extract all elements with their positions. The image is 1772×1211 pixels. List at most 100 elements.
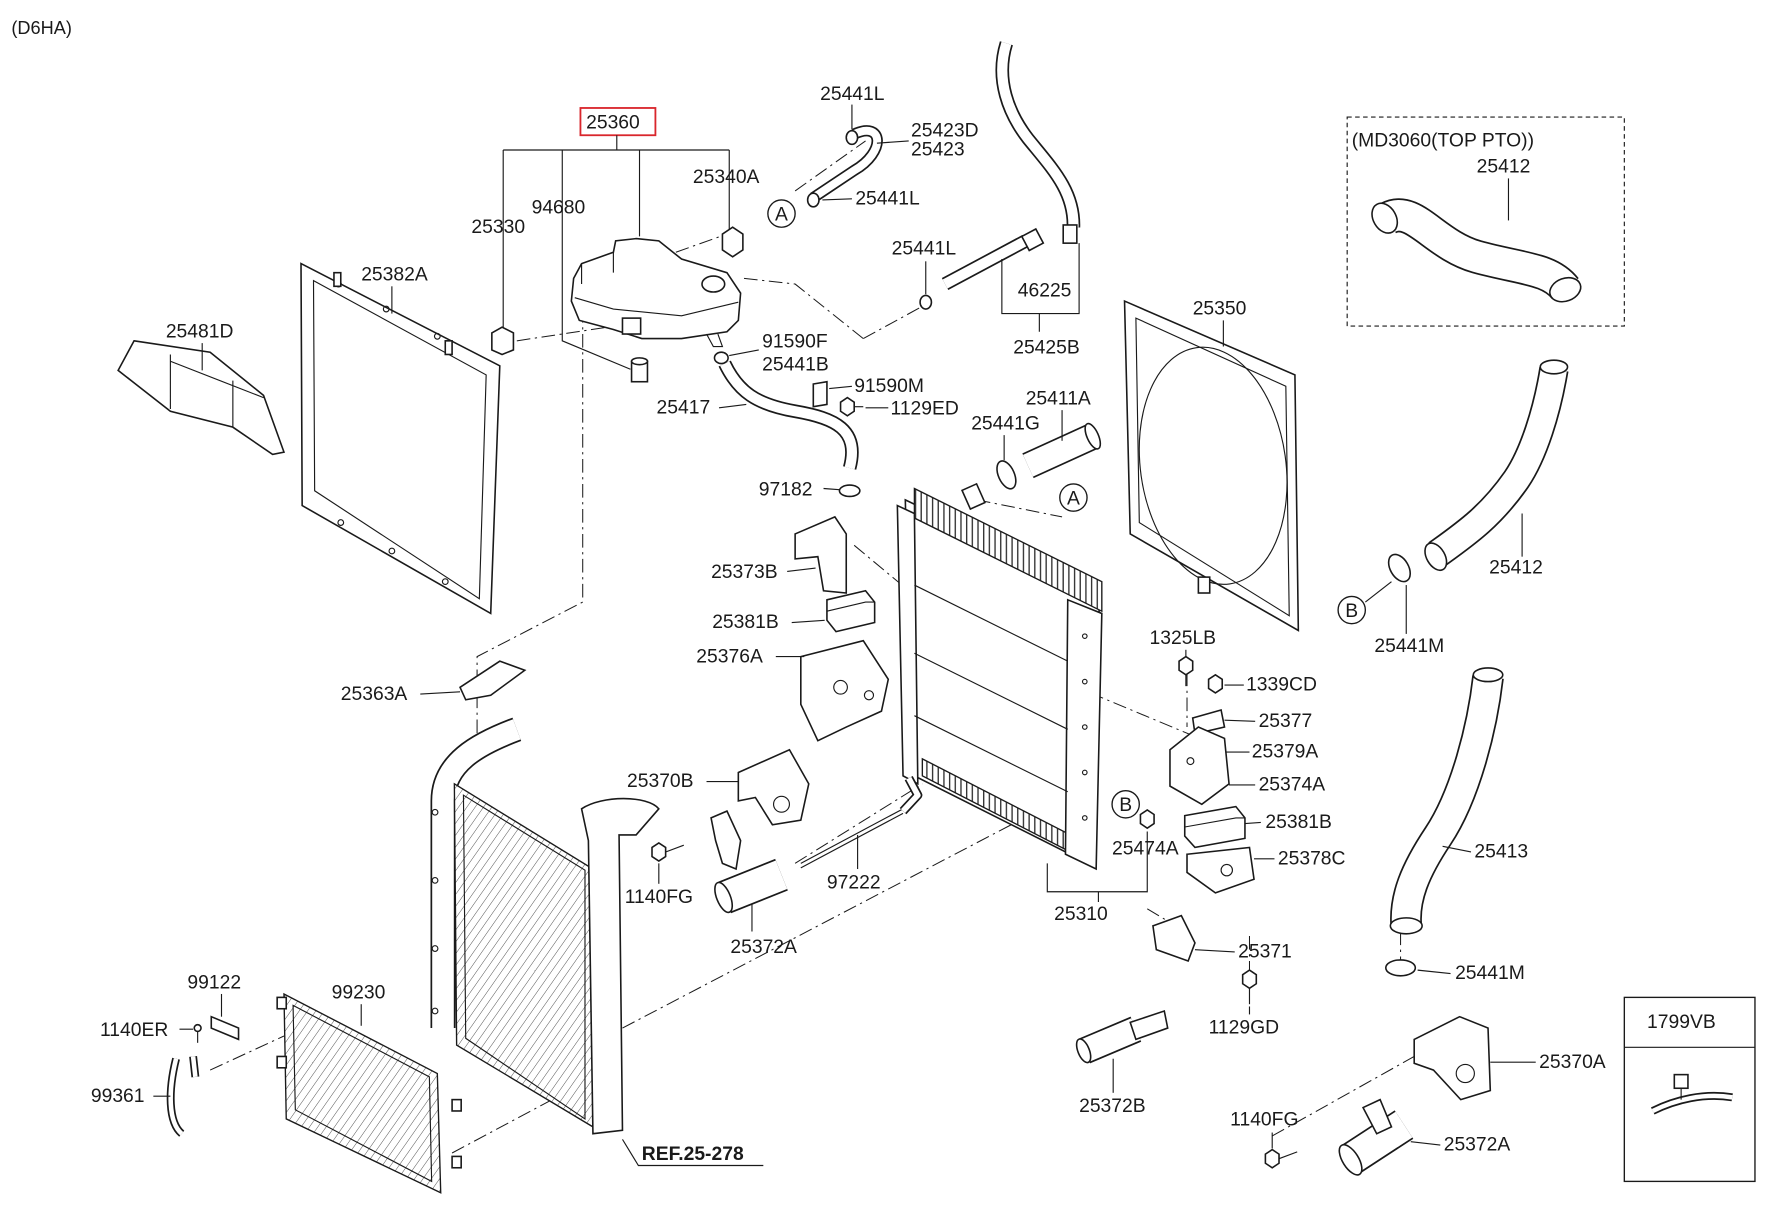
clip-f-label: 91590F: [762, 332, 828, 353]
hose-412-pto-label: 25412: [1477, 157, 1531, 178]
bolt-gd: [1241, 969, 1258, 1005]
radiator-frame: [300, 262, 501, 615]
hose-412: [1424, 359, 1569, 572]
clamp-icon: [845, 129, 859, 146]
hose-upper-label: 25423: [911, 140, 965, 161]
overflow-hose-label: 25417: [657, 398, 711, 419]
clamp-upper-3-label: 25441L: [892, 239, 957, 260]
bracket-363a: [459, 660, 527, 701]
hose-upper-d-label: 25423D: [911, 120, 979, 141]
intercooler: [430, 717, 660, 1135]
reservoir-cap-label: 25340A: [693, 167, 760, 188]
nut-474a-label: 25474A: [1112, 838, 1179, 859]
reservoir-callout-box: 25360: [502, 107, 730, 370]
bolt-fg-left-label: 1140FG: [625, 887, 693, 908]
bolt-fg-right-label: 1140FG: [1230, 1110, 1298, 1131]
engine-code: (D6HA): [11, 18, 72, 38]
hose-412-pto: [1371, 198, 1582, 303]
bracket-378c-label: 25378C: [1278, 848, 1346, 869]
drain-cock-label: 97222: [827, 872, 881, 893]
insulator-right-label: 25381B: [1265, 812, 1332, 833]
radiator-label: 25310: [1054, 904, 1108, 925]
bolt-er-label: 1140ER: [100, 1020, 168, 1041]
hose-412-label: 25412: [1489, 558, 1543, 579]
pipe-assembly: [941, 41, 1081, 291]
bracket-376a-label: 25376A: [696, 646, 763, 667]
connector-a-mid: A: [1059, 483, 1088, 512]
nut-cd: [1207, 673, 1224, 694]
clamp-icon: [713, 351, 729, 365]
bolt-fg-left: [651, 841, 685, 863]
hose-372a-right: [1338, 1098, 1414, 1176]
bracket-377-label: 25377: [1259, 711, 1313, 732]
reservoir-sensor: [491, 326, 515, 356]
hose-372a-left: [714, 858, 788, 914]
connector-b-right-label: B: [1345, 601, 1358, 622]
connector-b-mid-label: B: [1119, 795, 1132, 816]
bracket-370b: [737, 748, 810, 826]
bracket-370b-label: 25370B: [627, 771, 694, 792]
bracket-373b: [794, 515, 848, 594]
clamp-g-label: 25441G: [971, 413, 1040, 434]
reference-label: REF.25-278: [642, 1144, 744, 1165]
connector-b-right: B: [1337, 595, 1367, 625]
bracket-373b-label: 25373B: [711, 562, 778, 583]
tie-1799vb-label: 1799VB: [1647, 1012, 1716, 1033]
assembly-lines: [209, 140, 1415, 1154]
tie-1799vb-box: 1799VB: [1623, 996, 1756, 1183]
bolt-er: [193, 1023, 202, 1043]
nut-icon: [1139, 809, 1155, 830]
nut-cd-label: 1339CD: [1246, 675, 1317, 696]
clip-m: [812, 380, 828, 408]
drain-cock: [800, 776, 923, 869]
reservoir-sensor-label: 25330: [471, 217, 525, 238]
clamp-icon: [996, 460, 1017, 490]
bracket-99122-label: 99122: [187, 972, 241, 993]
bracket-99122: [210, 1015, 240, 1041]
clamp-icon: [838, 484, 861, 498]
bracket-363a-label: 25363A: [341, 684, 408, 705]
bracket-lower-left: [710, 810, 742, 871]
pipe-99361-label: 99361: [91, 1086, 145, 1107]
reservoir-cap: [721, 226, 744, 258]
clamp-upper-1-label: 25441L: [820, 84, 885, 105]
clamp-icon: [1384, 959, 1417, 977]
bolt-lb: [1178, 655, 1194, 687]
condenser-label: 99230: [332, 983, 386, 1004]
hose-372b-label: 25372B: [1079, 1096, 1146, 1117]
hose-413: [1389, 667, 1504, 935]
pipe-assembly-label: 25425B: [1013, 337, 1080, 358]
clamp-icon: [919, 294, 933, 310]
bracket-376a: [800, 639, 890, 742]
insulator-left: [826, 589, 876, 633]
bolt-fg-right: [1264, 1148, 1298, 1169]
pto-variant-box: (MD3060(TOP PTO)) 25412: [1346, 116, 1625, 327]
clamp-upper-2-label: 25441L: [855, 189, 920, 210]
connector-a-mid-label: A: [1067, 488, 1080, 509]
reservoir-assembly-label: 25360: [586, 112, 640, 133]
bracket-374a: [1169, 726, 1230, 806]
connector-a-top-label: A: [775, 204, 788, 225]
clamp-m-lower-label: 25441M: [1455, 963, 1525, 984]
clamp-icon: [1387, 553, 1412, 583]
level-switch: [630, 357, 649, 383]
air-guide-label: 25481D: [166, 321, 234, 342]
bracket-370a-label: 25370A: [1539, 1052, 1606, 1073]
bracket-370a: [1413, 1015, 1492, 1101]
pipe-99361: [166, 1056, 200, 1137]
stud-379a-label: 25379A: [1252, 742, 1319, 763]
pto-variant-title: (MD3060(TOP PTO)): [1352, 131, 1534, 152]
clamp-icon: [806, 192, 820, 208]
hose-413-label: 25413: [1474, 842, 1528, 863]
inlet-hose-label: 25411A: [1026, 388, 1091, 409]
bolt-ed-label: 1129ED: [891, 399, 959, 420]
bracket-374a-label: 25374A: [1259, 775, 1326, 796]
inlet-hose: [1022, 422, 1102, 479]
insulator-right: [1183, 805, 1246, 849]
bracket-378c: [1186, 846, 1255, 894]
shroud: [1123, 299, 1300, 632]
air-guide: [117, 339, 286, 456]
radiator-frame-label: 25382A: [361, 265, 428, 286]
clamp-b-label: 25441B: [762, 354, 829, 375]
